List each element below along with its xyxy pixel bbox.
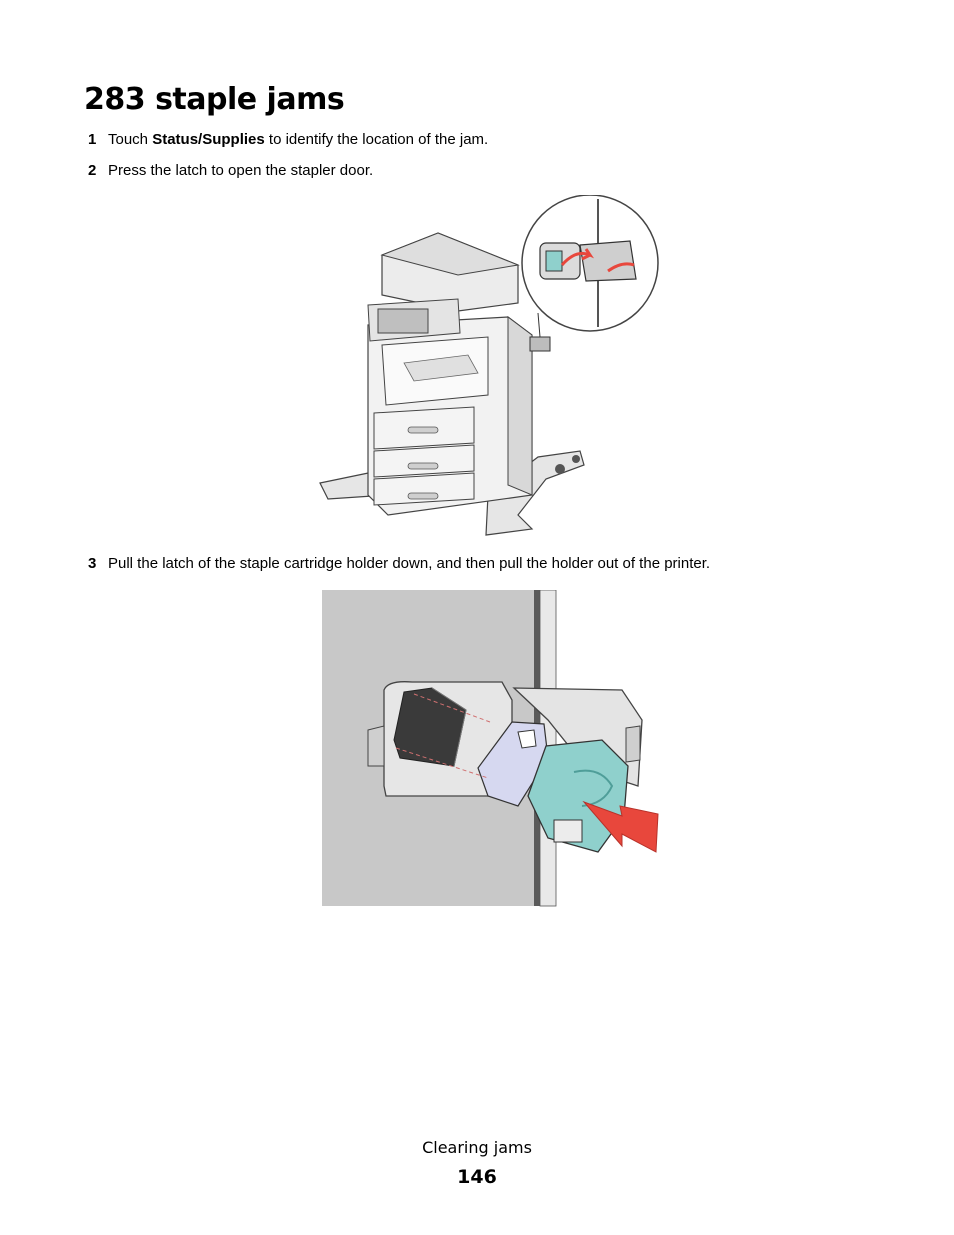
step-number: 3	[88, 555, 97, 572]
footer-section-label: Clearing jams	[422, 1138, 532, 1157]
step-text-post: to identify the location of the jam.	[264, 131, 489, 148]
step-3: 3 Pull the latch of the staple cartridge …	[88, 554, 710, 574]
step-text-pre: Touch	[108, 131, 153, 148]
page-title: 283 staple jams	[84, 82, 345, 117]
printer-stapler-door-illustration	[319, 195, 659, 536]
step-number: 2	[88, 162, 97, 179]
page-number: 146	[457, 1166, 497, 1188]
step-text: Pull the latch of the staple cartridge h…	[108, 555, 711, 572]
step-1: 1 Touch Status/Supplies to identify the l…	[88, 130, 488, 150]
staple-cartridge-removal-illustration	[322, 590, 662, 908]
step-2: 2 Press the latch to open the stapler doo…	[88, 161, 373, 181]
step-number: 1	[88, 131, 97, 148]
status-supplies-term: Status/Supplies	[152, 131, 265, 148]
step-text: Press the latch to open the stapler door…	[108, 162, 374, 179]
